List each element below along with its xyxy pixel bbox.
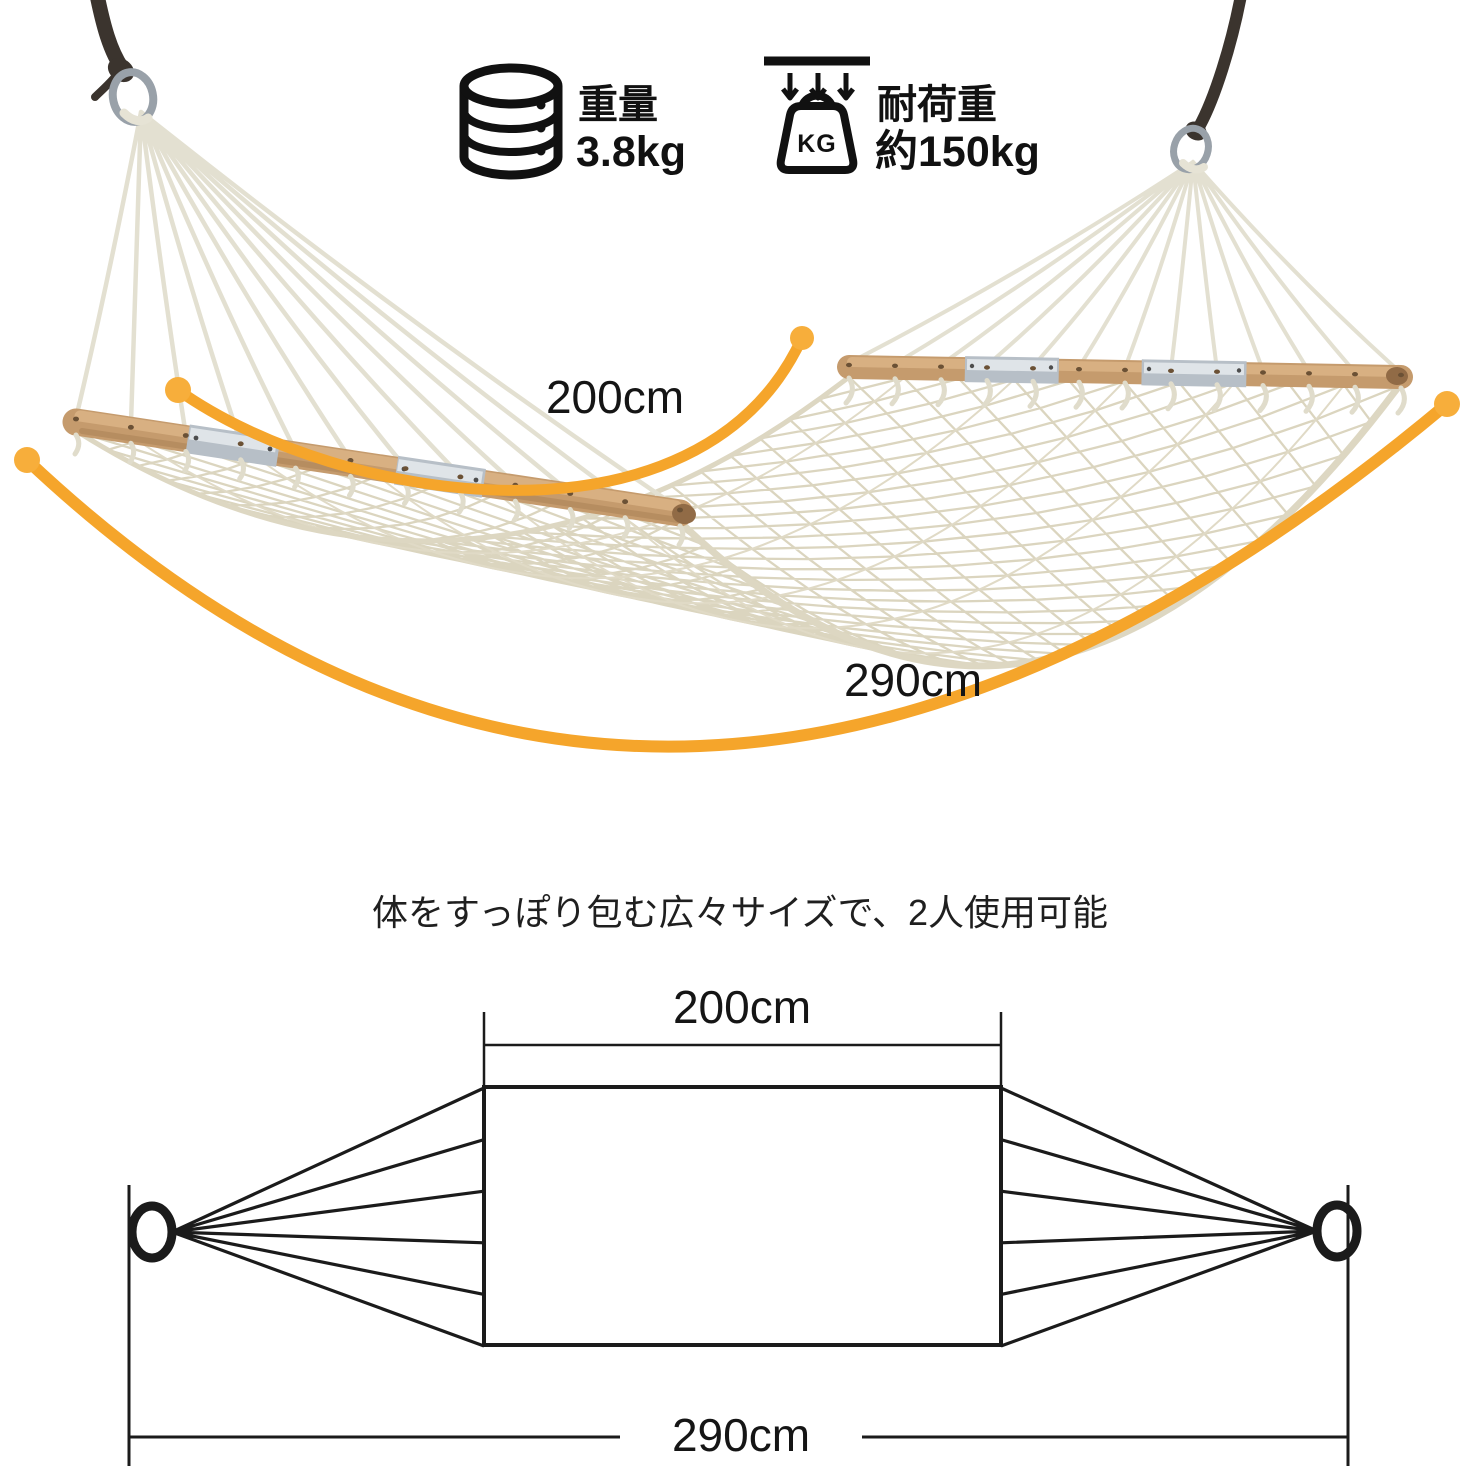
dimension-diagram	[127, 1012, 1362, 1466]
kettlebell-body	[776, 102, 858, 174]
rope-fan-left	[73, 109, 683, 512]
metal-sleeve-highlight	[189, 427, 277, 453]
bed-length-curve	[172, 332, 808, 496]
spreader-bar-right	[837, 355, 1413, 389]
hammock-illustration: 200cm 290cm	[14, 0, 1460, 753]
diagram-bed-length-label: 200cm	[673, 981, 811, 1033]
spreader-bar-left	[62, 408, 696, 527]
diagram-total-length-label: 290cm	[672, 1409, 810, 1461]
metal-sleeve-highlight	[966, 359, 1058, 372]
measure-dot	[1434, 391, 1460, 417]
spec-load-value: 約150kg	[875, 128, 1040, 176]
diagram-ring-left-icon	[127, 1201, 177, 1263]
spec-load-label: 耐荷重	[877, 83, 997, 127]
bar-end-face	[1386, 366, 1408, 386]
kettlebell-icon: KG	[764, 56, 870, 174]
weight-drum-icon	[459, 63, 563, 180]
net-long-ropes	[137, 377, 1345, 655]
measure-dot	[790, 326, 814, 350]
measure-dot	[165, 377, 191, 403]
spec-weight: 重量 3.8kg	[459, 63, 686, 180]
hammock-bed-rect	[482, 1085, 1003, 1347]
photo-bed-length-label: 200cm	[546, 371, 684, 423]
photo-total-length-label: 290cm	[844, 654, 982, 706]
spec-load: KG 耐荷重 約150kg	[764, 56, 1040, 176]
suspension-left	[90, 0, 158, 126]
total-length-curve	[21, 398, 1453, 753]
rope-knots-left-bar	[72, 432, 686, 548]
measure-dot	[14, 447, 40, 473]
rope-tail	[91, 74, 118, 101]
rope-wrap	[1179, 159, 1208, 174]
diagram-rope-fan-right	[1000, 1086, 1318, 1348]
kg-icon-text: KG	[797, 130, 837, 158]
rope-fan-right	[847, 160, 1403, 375]
metal-sleeve-highlight	[1143, 362, 1245, 376]
measurement-curves	[14, 326, 1460, 753]
diagram-ring-right-icon	[1312, 1200, 1362, 1262]
hanging-rope-right	[1193, 0, 1247, 133]
spec-weight-value: 3.8kg	[576, 128, 686, 176]
suspension-right	[1170, 0, 1247, 174]
size-caption: 体をすっぽり包む広々サイズで、2人使用可能	[372, 892, 1108, 933]
metal-sleeve-highlight	[397, 459, 483, 484]
diagram-rope-fan-left	[171, 1086, 485, 1348]
spec-weight-label: 重量	[578, 83, 658, 127]
rope-knots-right-bar	[843, 375, 1407, 416]
rope-wrap	[119, 108, 153, 126]
net-back-edge-rope	[76, 375, 851, 544]
